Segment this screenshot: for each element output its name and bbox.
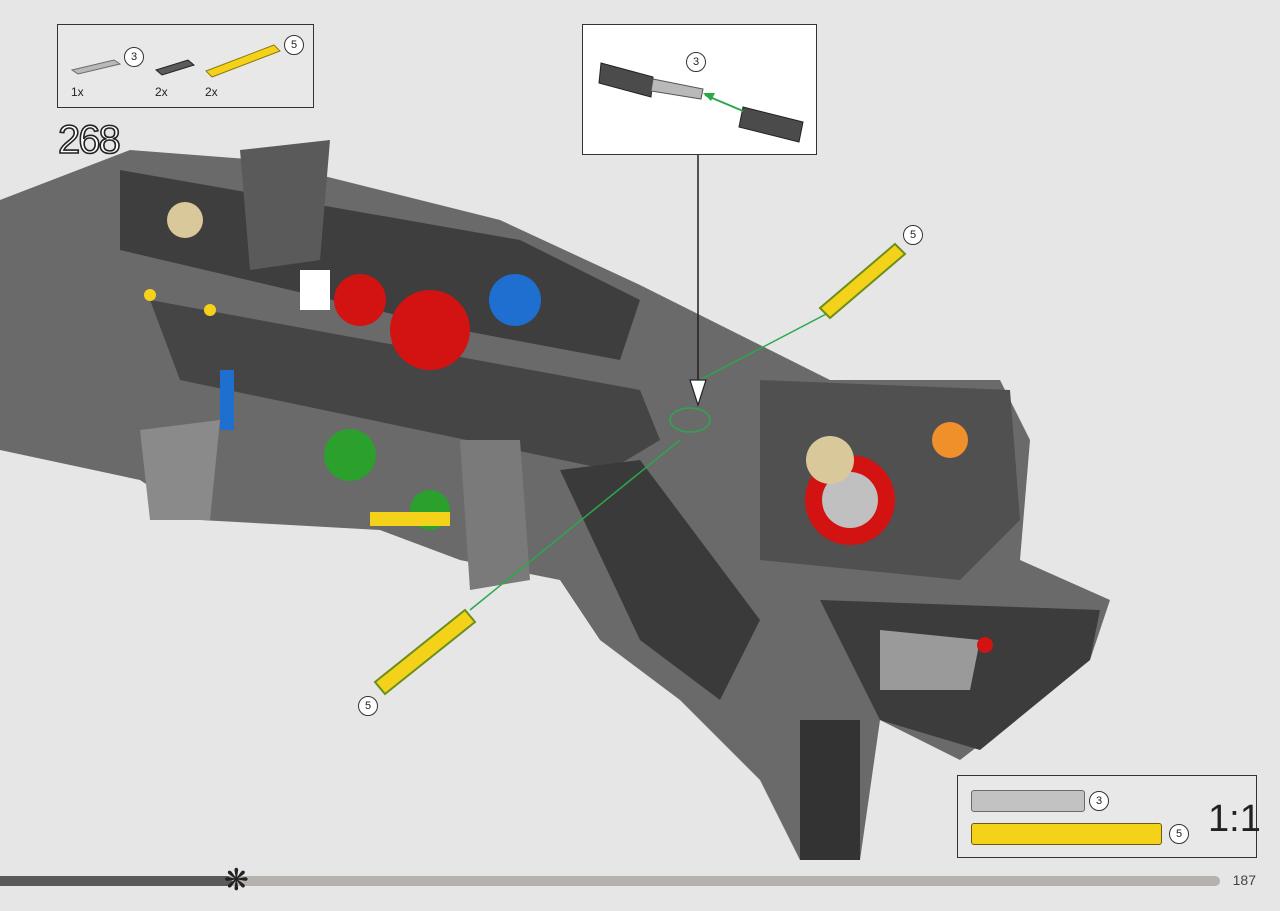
page-number: 187 bbox=[1232, 872, 1256, 888]
parts-list-box: 3 1x 2x 5 2x bbox=[57, 24, 314, 108]
axle-lower-length-badge: 5 bbox=[358, 696, 378, 716]
axle-light-gray-length-badge: 3 bbox=[124, 47, 144, 67]
progress-track bbox=[0, 876, 1220, 886]
axle-upper bbox=[818, 242, 907, 320]
axle-yellow-quantity: 2x bbox=[205, 85, 218, 99]
callout-length-badge: 3 bbox=[686, 52, 706, 72]
axle-dark-gray-icon bbox=[154, 59, 196, 76]
chassis bbox=[0, 140, 1110, 860]
axle-light-gray-icon bbox=[70, 59, 122, 75]
guide-lines bbox=[469, 311, 831, 611]
callout-assembly-illustration bbox=[598, 62, 804, 143]
gear-marker-icon: ❋ bbox=[223, 864, 249, 897]
gray-axle-scale-badge: 3 bbox=[1089, 791, 1109, 811]
axle-yellow-length-badge: 5 bbox=[284, 35, 304, 55]
axle-yellow-icon bbox=[205, 44, 281, 78]
axle-light-gray-quantity: 1x bbox=[71, 85, 84, 99]
gray-axle-scale bbox=[971, 790, 1085, 812]
yellow-axle-scale-badge: 5 bbox=[1169, 824, 1189, 844]
axle-dark-gray-quantity: 2x bbox=[155, 85, 168, 99]
progress-fill bbox=[0, 876, 232, 886]
step-number: 268 bbox=[57, 117, 121, 163]
yellow-axle-scale bbox=[971, 823, 1162, 845]
callout-arrow bbox=[689, 155, 707, 407]
callout-box: 3 bbox=[582, 24, 817, 155]
scale-box: 3 5 1:1 bbox=[957, 775, 1261, 858]
scale-label: 1:1 bbox=[1208, 798, 1261, 840]
axle-upper-length-badge: 5 bbox=[903, 225, 923, 245]
gears bbox=[144, 202, 993, 653]
axle-lower bbox=[373, 608, 477, 696]
